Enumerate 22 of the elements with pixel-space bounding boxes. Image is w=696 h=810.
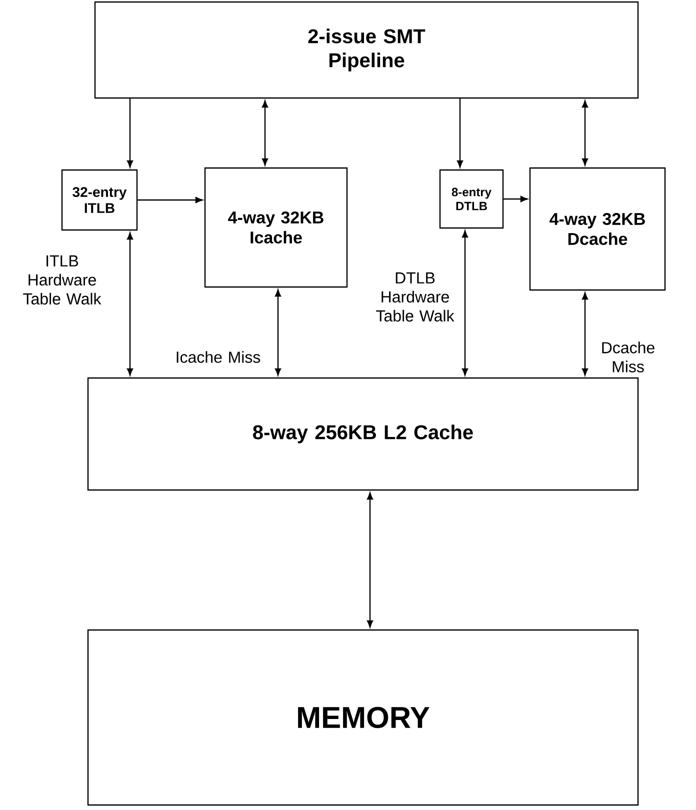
arrow [582,292,588,376]
arrow [126,232,134,376]
arrow [582,100,588,166]
component-box: 4-way 32KB Dcache [529,167,666,291]
arrow [274,289,282,376]
arrow [456,98,464,168]
component-box: 8-way 256KB L2 Cache [87,377,639,491]
component-box: 8-entry DTLB [439,169,504,229]
edge-label: Dcache Miss [602,342,654,372]
component-box: MEMORY [87,629,639,806]
arrow [262,100,268,166]
edge-label: ITLB Hardware Table Walk [23,255,102,305]
arrow [504,196,528,202]
arrow [126,98,134,168]
component-box: 4-way 32KB Icache [204,167,348,288]
edge-label: Icache Miss [176,351,260,363]
component-box: 2-issue SMT Pipeline [94,1,639,99]
arrow [138,196,203,204]
arrow [462,230,468,376]
component-box: 32-entry ITLB [61,169,138,231]
arrow [366,492,374,628]
edge-label: DTLB Hardware Table Walk [376,272,454,322]
